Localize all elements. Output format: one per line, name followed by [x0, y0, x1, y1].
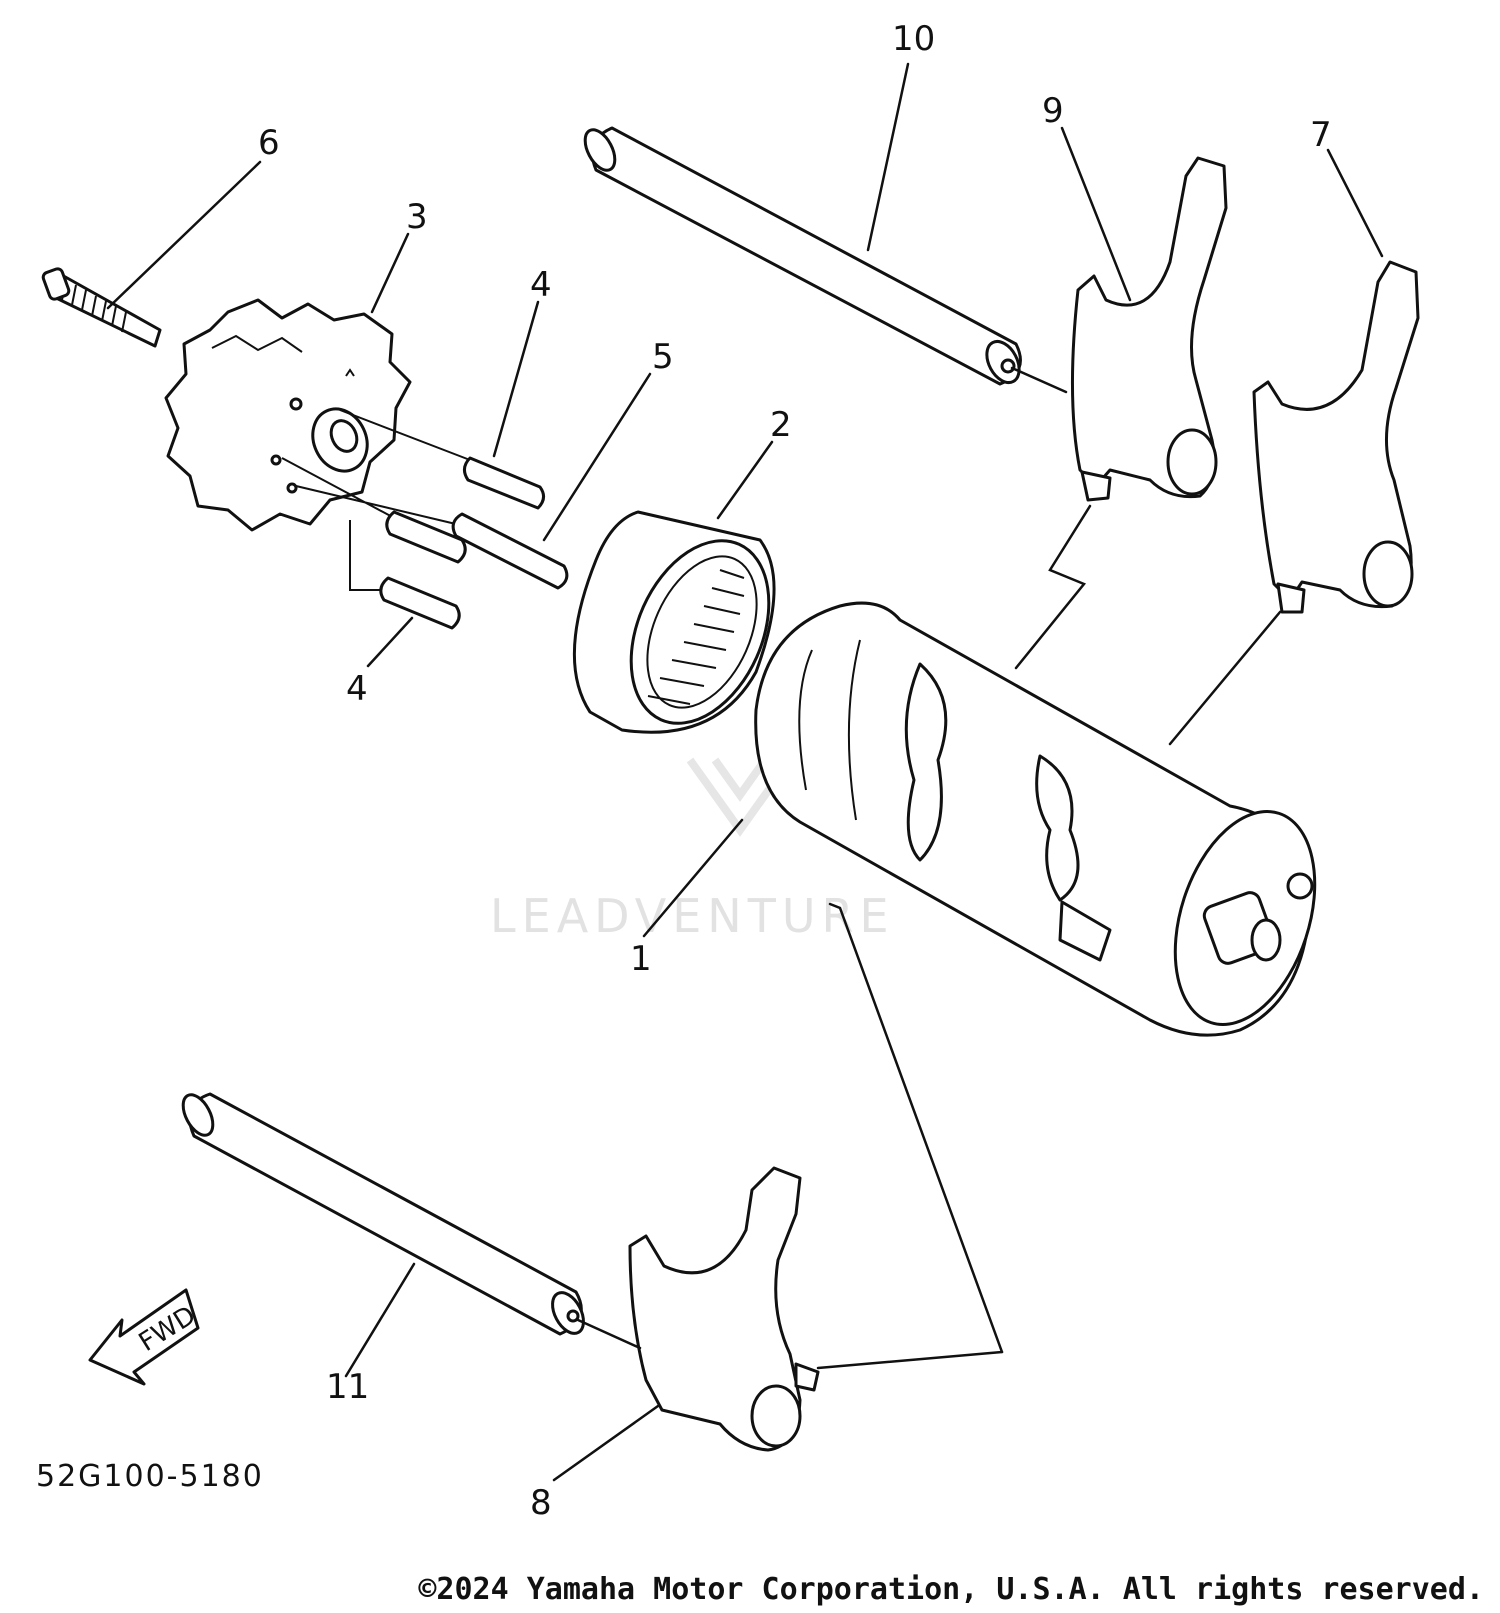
callout-1: 1 [630, 939, 652, 979]
watermark-text: LEADVENTURE [490, 889, 895, 943]
shift-fork-7[interactable] [1252, 260, 1420, 614]
callout-5: 5 [652, 337, 674, 377]
callout-7: 7 [1310, 115, 1332, 155]
callout-3: 3 [406, 197, 428, 237]
callout-11: 11 [326, 1367, 369, 1407]
needle-bearing[interactable] [572, 510, 795, 745]
callout-9: 9 [1042, 91, 1064, 131]
watermark: LEADVENTURE [490, 757, 895, 943]
segment-dowel-pin[interactable] [451, 512, 569, 590]
shift-cam-drum[interactable] [754, 601, 1340, 1042]
shift-fork-guide-bar-upper[interactable] [579, 125, 1026, 388]
connection-lines [576, 366, 1282, 1370]
cam-screw[interactable] [41, 267, 162, 348]
callout-leaders [106, 62, 1384, 1482]
callouts: 10 9 7 6 3 4 5 2 4 1 11 8 [258, 19, 1332, 1523]
shift-fork-8[interactable] [628, 1166, 820, 1452]
segment-pin-lower[interactable] [379, 576, 461, 630]
callout-2: 2 [770, 405, 792, 445]
callout-6: 6 [258, 123, 280, 163]
segment-pin-middle[interactable] [385, 510, 467, 564]
figure-code: 52G100-5180 [36, 1459, 264, 1494]
callout-8: 8 [530, 1483, 552, 1523]
copyright-notice: ©2024 Yamaha Motor Corporation, U.S.A. A… [418, 1572, 1484, 1607]
callout-10: 10 [892, 19, 935, 59]
forward-direction-arrow: FWD [88, 1288, 201, 1386]
callout-4-upper: 4 [530, 265, 552, 305]
segment-alignment-lines [281, 409, 471, 591]
shift-fork-9[interactable] [1070, 156, 1228, 502]
callout-4-lower: 4 [346, 669, 368, 709]
shift-fork-guide-bar-lower[interactable] [177, 1090, 590, 1339]
shift-cam-segment[interactable] [164, 298, 412, 532]
segment-pin-upper[interactable] [463, 456, 545, 510]
